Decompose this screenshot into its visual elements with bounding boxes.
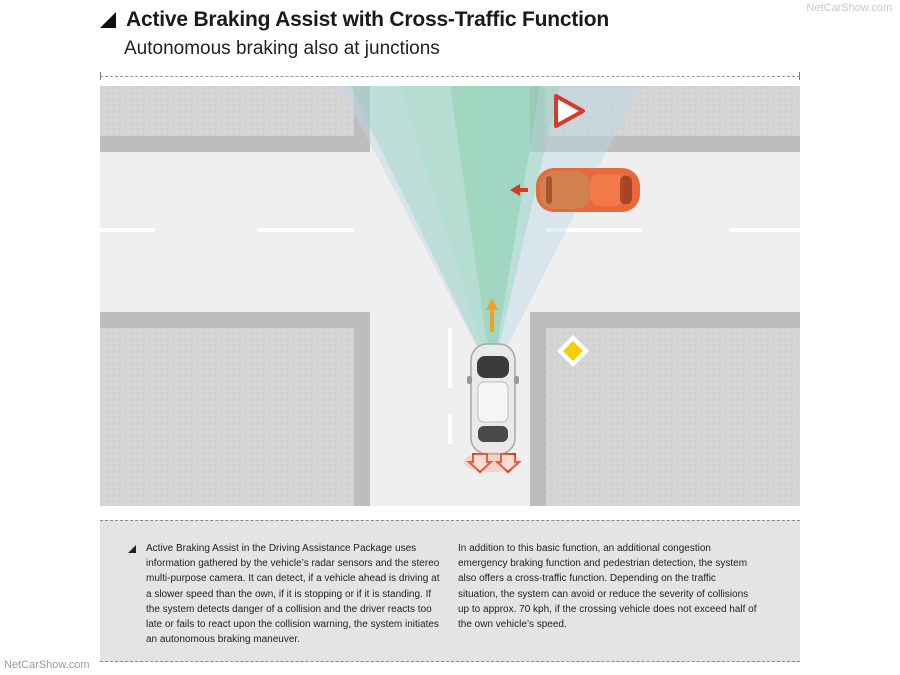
radar-wide-field	[350, 86, 560, 376]
priority-road-sign-icon	[557, 335, 589, 367]
corner-triangle-icon	[100, 12, 116, 28]
description-column-2: In addition to this basic function, an a…	[458, 543, 757, 631]
header: Active Braking Assist with Cross-Traffic…	[100, 6, 880, 62]
yield-sign-icon	[554, 94, 585, 128]
title-text: Active Braking Assist with Cross-Traffic…	[126, 8, 610, 31]
brake-light-right-icon	[494, 453, 522, 474]
radar-narrow-field	[450, 86, 540, 376]
divider-tick-left	[100, 72, 101, 80]
forward-motion-arrow-icon	[486, 298, 498, 332]
block-top-right	[530, 86, 800, 152]
crossing-direction-arrow-icon	[510, 184, 528, 196]
crossing-car	[536, 168, 640, 212]
brake-light-left-icon	[466, 453, 494, 474]
junction-diagram	[100, 86, 800, 506]
description-column-1: Active Braking Assist in the Driving Ass…	[146, 543, 440, 646]
camera-field-of-view	[340, 86, 640, 376]
top-divider	[100, 76, 800, 77]
lane-markings	[100, 228, 800, 444]
brake-glow	[464, 452, 520, 472]
watermark-top: NetCarShow.com	[806, 2, 892, 14]
radar-mid-field	[400, 86, 492, 376]
watermark-bottom: NetCarShow.com	[4, 659, 90, 671]
page-subtitle: Autonomous braking also at junctions	[124, 38, 440, 59]
block-top-left	[100, 86, 370, 152]
page-title: Active Braking Assist with Cross-Traffic…	[100, 6, 880, 34]
own-vehicle	[467, 343, 519, 455]
bullet-triangle-icon	[128, 545, 136, 553]
divider-tick-right	[799, 72, 800, 80]
description-panel: Active Braking Assist in the Driving Ass…	[100, 520, 800, 662]
block-bottom-right	[530, 312, 800, 506]
block-bottom-left	[100, 312, 370, 506]
